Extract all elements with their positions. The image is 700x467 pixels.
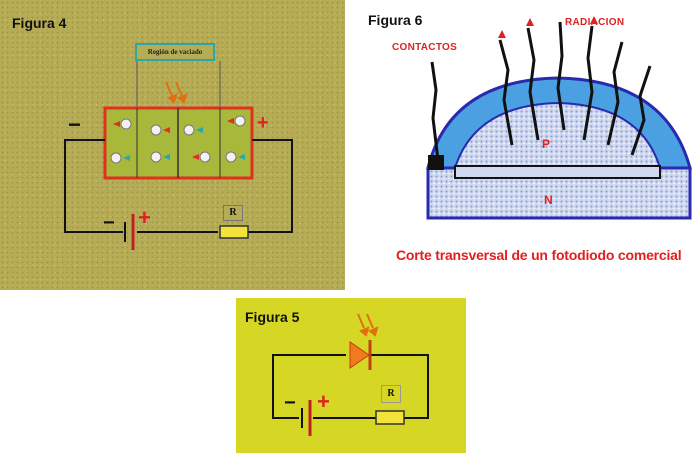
resistor-icon [219, 225, 249, 239]
figure-4-circuit [64, 139, 293, 233]
figure-4-panel: Figura 4 [0, 0, 345, 290]
plus-sign-battery: + [138, 205, 151, 230]
ray-arrowheads [498, 16, 598, 38]
carriers-bottom-row [110, 151, 245, 164]
contacts-label: CONTACTOS [392, 42, 458, 53]
figure-6-caption: Corte transversal de un fotodiodo comerc… [396, 247, 682, 263]
battery-icon [124, 214, 135, 250]
pn-junction-bar [454, 165, 661, 179]
radiation-rays [430, 21, 652, 161]
minus-sign-battery: − [103, 212, 115, 234]
figure-5-title: Figura 5 [245, 309, 300, 325]
contact-post-left [428, 155, 444, 170]
n-region-label: N [544, 193, 553, 207]
depletion-region-label: Región de vaciado [135, 43, 215, 61]
figure-6-cross-section [426, 16, 692, 220]
figure-6-title: Figura 6 [368, 12, 423, 28]
light-arrows-icon [165, 81, 188, 104]
resistor-label: R [223, 205, 243, 221]
figure-4-title: Figura 4 [12, 15, 67, 31]
diode-icon [349, 340, 372, 370]
figure-4-diagram [64, 61, 293, 250]
battery-icon [301, 400, 312, 436]
minus-sign-battery: − [284, 392, 296, 414]
figure-5-wires [272, 354, 429, 419]
carriers-top-row [113, 115, 246, 136]
p-region-label: P [542, 137, 551, 151]
figure-5-circuit-diagram [272, 313, 429, 436]
plus-sign-battery: + [317, 389, 330, 414]
figure-6-panel: Figura 6 RADIACION CONTACTOS [360, 0, 700, 275]
plus-sign-junction: + [257, 112, 269, 134]
minus-sign-junction: − [68, 112, 81, 137]
resistor-label: R [381, 385, 401, 403]
resistor-icon [375, 410, 405, 425]
figure-5-panel: Figura 5 − + R [236, 298, 466, 453]
light-arrows-icon [357, 313, 379, 337]
